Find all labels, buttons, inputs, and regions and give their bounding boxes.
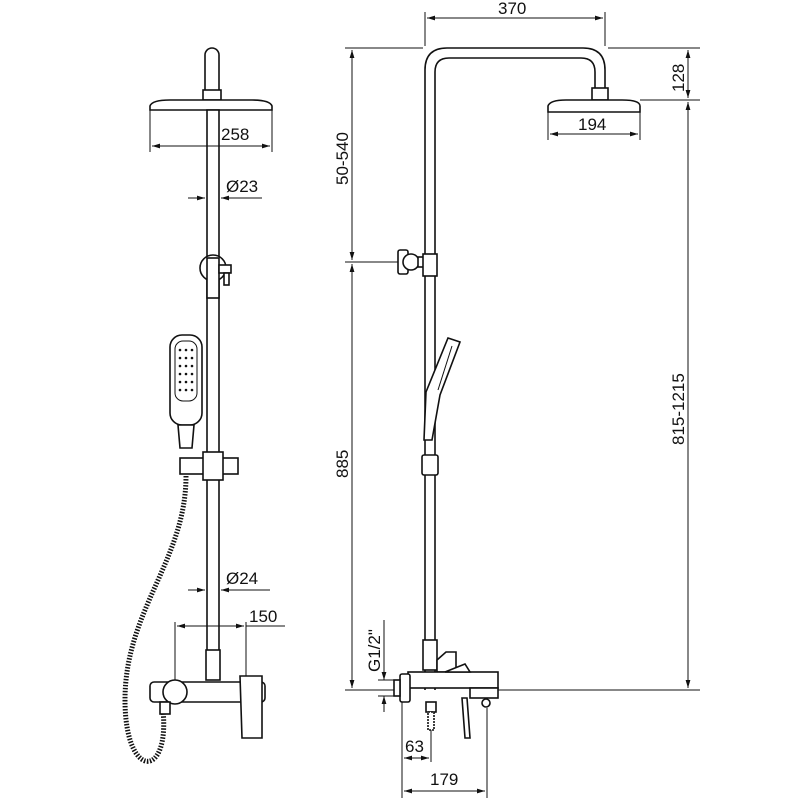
dim-bracket-range: 50-540 — [333, 132, 352, 185]
dim-total-range: 815-1215 — [669, 373, 688, 445]
riser-pipe-side — [424, 47, 606, 690]
dim-head-width: 258 — [221, 125, 249, 144]
dim-mixer-depth: 179 — [430, 770, 458, 789]
riser-pipe-front — [206, 109, 220, 656]
dim-mixer-spacing: 150 — [249, 607, 277, 626]
mixer-lever-side — [461, 697, 471, 739]
wall-flange — [399, 673, 411, 703]
diverter-side — [436, 651, 457, 673]
shower-head-side — [547, 99, 641, 113]
dim-head-height: 128 — [669, 64, 688, 92]
dim-arm-reach: 370 — [498, 0, 526, 18]
mixer-lever-front — [239, 675, 263, 739]
spray-nozzles — [178, 348, 194, 392]
dim-inlet-offset: 63 — [405, 737, 424, 756]
shower-head-front — [149, 99, 273, 111]
mixer-body-side — [407, 671, 499, 689]
hand-shower-side — [423, 337, 462, 441]
dim-inlet-thread: G1/2" — [365, 629, 384, 672]
dim-pipe-diameter-lower: Ø24 — [226, 569, 258, 588]
dim-head-depth: 194 — [578, 115, 606, 134]
front-view: 258 Ø23 Ø24 150 — [122, 47, 285, 764]
side-view: 370 128 815-1215 194 50-540 885 — [333, 0, 700, 798]
shower-hose — [122, 475, 189, 764]
head-connector — [202, 89, 222, 101]
dim-lower-height: 885 — [333, 450, 352, 478]
diverter-knob — [218, 264, 232, 274]
dim-pipe-diameter-upper: Ø23 — [226, 177, 258, 196]
shower-arm-top — [204, 47, 220, 93]
